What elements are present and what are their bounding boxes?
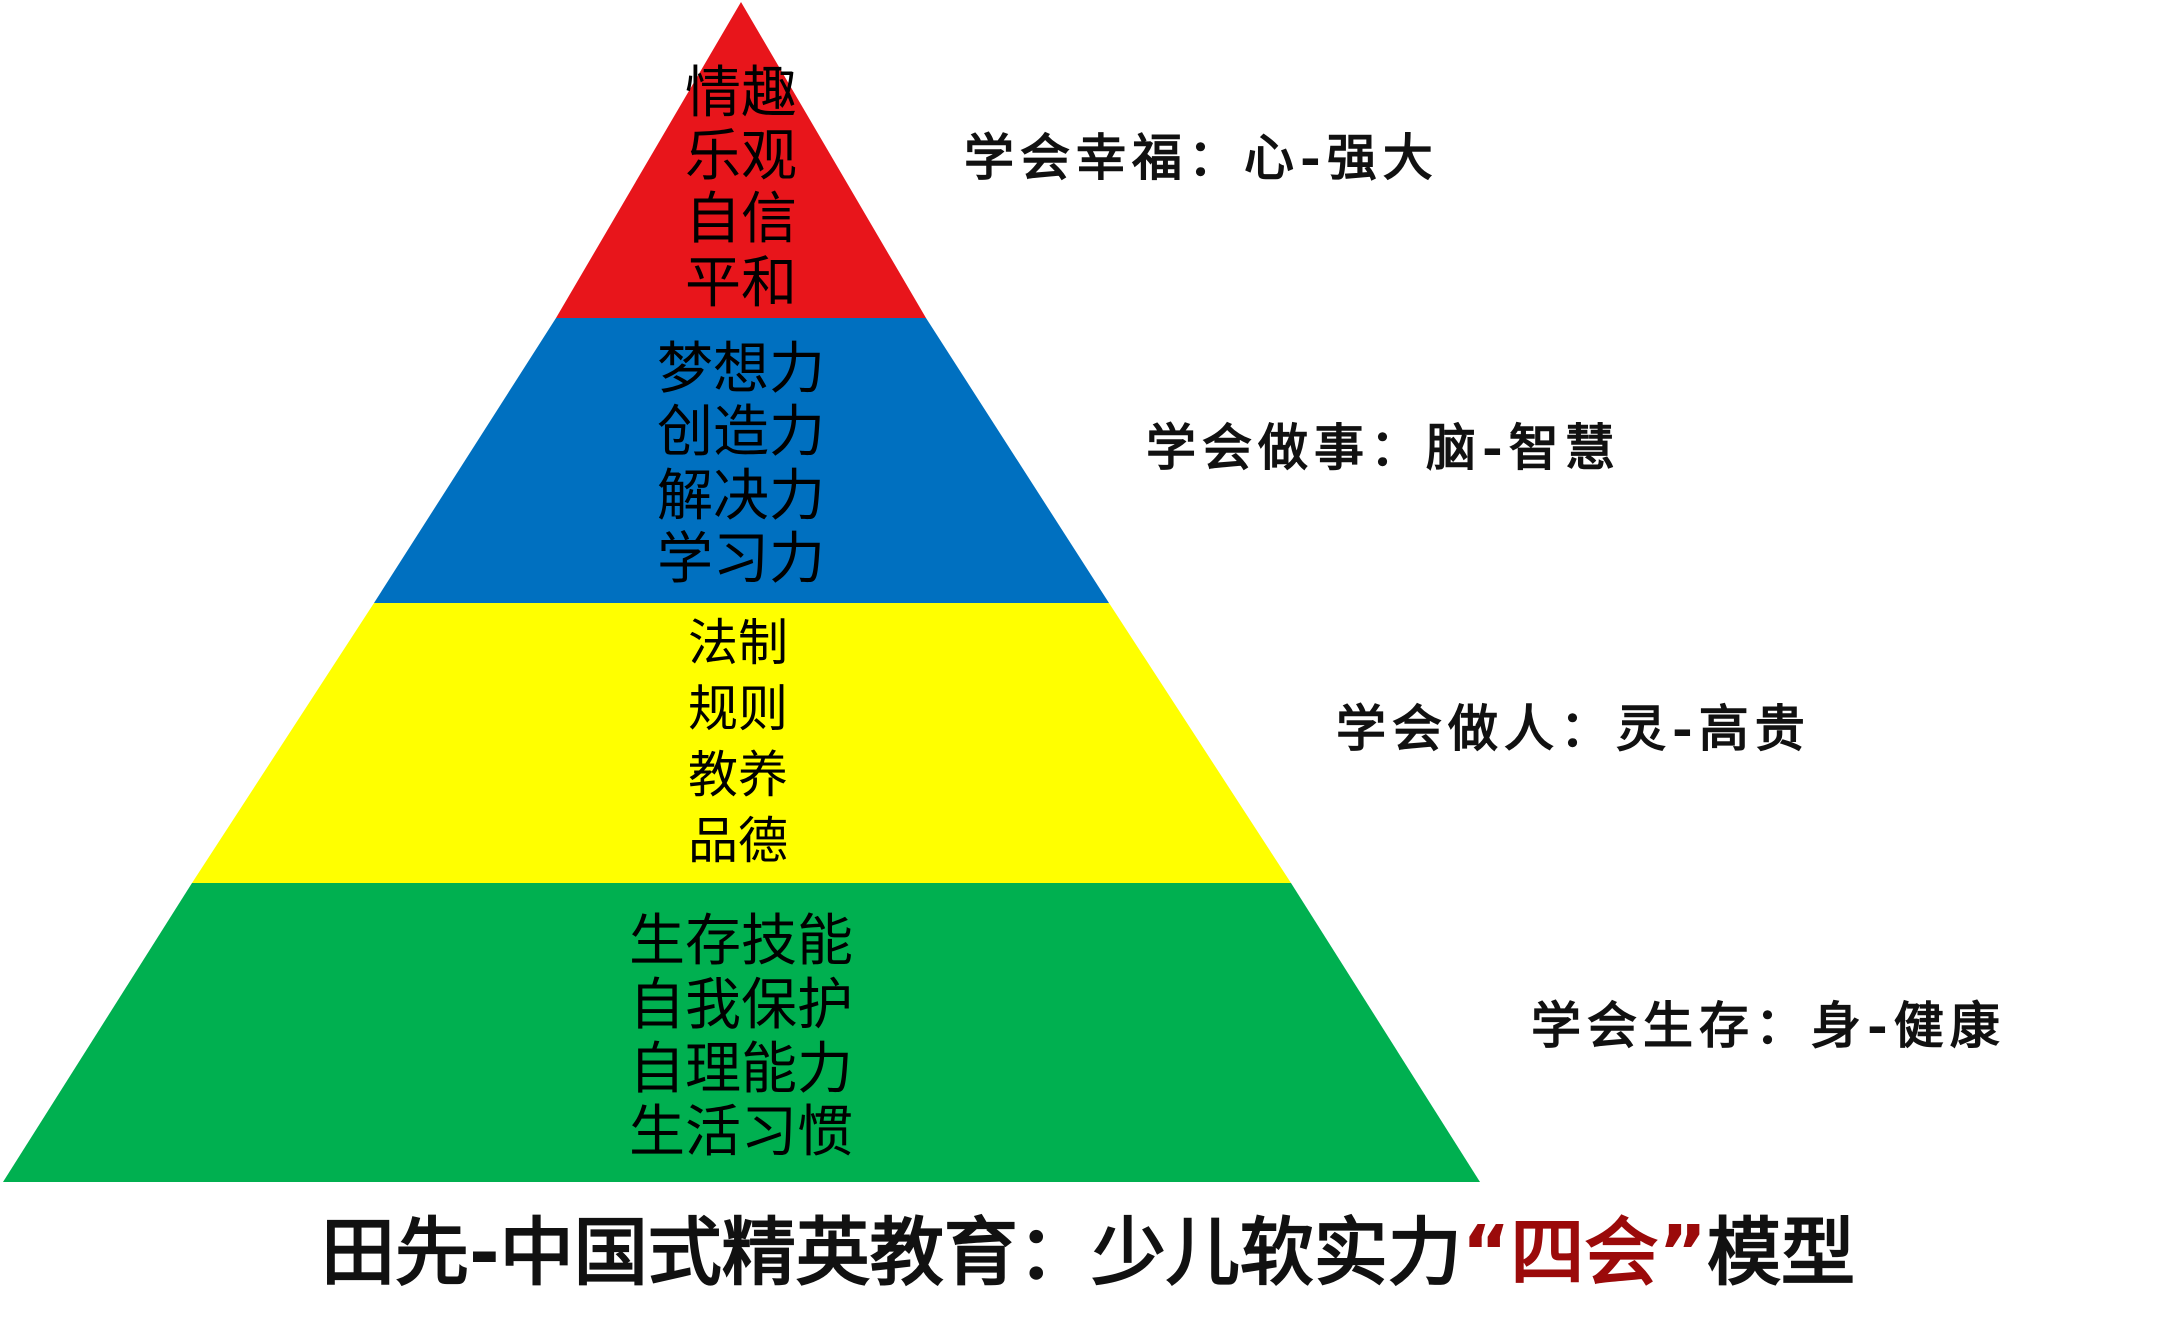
lower-middle-tier-item: 法制 (688, 614, 788, 672)
side-label-survival: 学会生存：身-健康 (1531, 996, 2006, 1055)
pyramid-tier-top (556, 2, 926, 318)
diagram-title: 田先-中国式精英教育：少儿软实力“四会”模型 (321, 1210, 1855, 1296)
upper-middle-tier-item: 解决力 (657, 464, 825, 529)
pyramid-tier-upper-middle (374, 318, 1109, 603)
lower-middle-tier-item: 规则 (688, 680, 788, 738)
upper-middle-tier-item: 学习力 (657, 527, 825, 592)
lower-middle-tier-item: 品德 (688, 812, 788, 870)
base-tier-item: 自我保护 (629, 973, 853, 1038)
lower-middle-tier-item: 教养 (688, 746, 788, 804)
pyramid-tier-base (3, 883, 1480, 1182)
title-main: 田先-中国式精英教育：少儿软实力 (321, 1210, 1462, 1296)
title-suffix: 模型 (1707, 1210, 1855, 1296)
side-label-being: 学会做人：灵-高贵 (1336, 699, 1811, 758)
top-tier-item: 自信 (685, 187, 797, 252)
upper-middle-tier-item: 创造力 (657, 400, 825, 465)
base-tier-item: 自理能力 (629, 1037, 853, 1102)
side-label-doing: 学会做事：脑-智慧 (1146, 418, 1621, 477)
base-tier-item: 生存技能 (629, 909, 853, 974)
top-tier-item: 乐观 (685, 124, 797, 189)
top-tier-item: 情趣 (685, 61, 797, 126)
title-highlight: “四会” (1462, 1210, 1707, 1296)
pyramid-tier-lower-middle (192, 603, 1291, 883)
side-label-happiness: 学会幸福：心-强大 (964, 128, 1439, 187)
upper-middle-tier-item: 梦想力 (657, 337, 825, 402)
top-tier-item: 平和 (685, 251, 797, 316)
base-tier-item: 生活习惯 (629, 1100, 853, 1165)
